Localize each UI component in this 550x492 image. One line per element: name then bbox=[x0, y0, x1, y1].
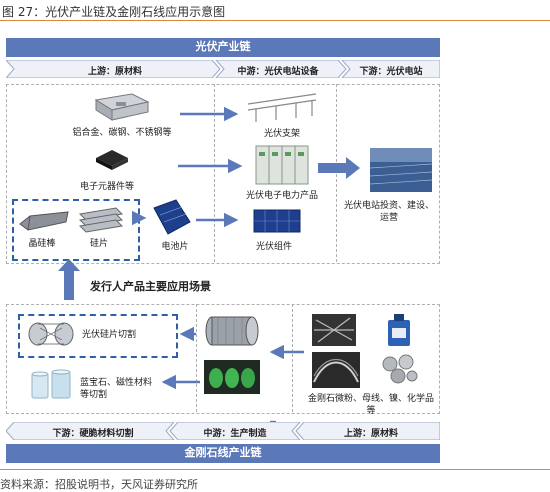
scenario-title: 发行人产品主要应用场景 bbox=[90, 281, 211, 293]
figure-title: 图 27：光伏产业链及金刚石线应用示意图 bbox=[2, 5, 226, 19]
source-rule bbox=[0, 469, 550, 470]
top-tier-upstream: 上游：原材料 bbox=[87, 66, 142, 76]
top-tier-downstream: 下游：光伏电站 bbox=[359, 66, 423, 76]
bottom-tier-downstream: 下游：硬脆材料切割 bbox=[52, 428, 134, 438]
pv-section-frame bbox=[6, 84, 440, 264]
bracket-label: 光伏支架 bbox=[263, 128, 300, 138]
diamond-divider-1 bbox=[196, 304, 197, 412]
diamond-powder-icon bbox=[312, 314, 356, 346]
silicon-ingot-icon bbox=[19, 211, 69, 231]
solar-station-icon bbox=[370, 148, 432, 192]
wire-spool-icon bbox=[205, 316, 259, 346]
sapphire-icon bbox=[31, 369, 71, 399]
wafer-icon bbox=[78, 207, 124, 233]
bottom-tier-midstream: 中游：生产制造 bbox=[203, 428, 267, 438]
nickel-icon bbox=[382, 354, 418, 384]
aluminum-profile-icon bbox=[94, 93, 150, 121]
diamond-section-frame bbox=[6, 304, 440, 414]
aluminum-label: 铝合金、碳钢、不锈钢等 bbox=[72, 127, 172, 137]
ingot-label: 晶硅棒 bbox=[28, 238, 56, 248]
bottom-tier-chevrons bbox=[6, 422, 440, 440]
bottom-tier-upstream: 上游：原材料 bbox=[343, 428, 398, 438]
power-cabinet-icon bbox=[255, 145, 309, 185]
power-label: 光伏电子电力产品 bbox=[245, 190, 318, 200]
chip-icon bbox=[96, 150, 128, 170]
pv-module-icon bbox=[253, 209, 301, 233]
diamond-divider-2 bbox=[292, 304, 293, 412]
ingot-wafer-group bbox=[12, 199, 140, 261]
wafer-cut-label: 光伏硅片切割 bbox=[82, 329, 137, 339]
station-label: 光伏电站投资、建设、运营 bbox=[343, 200, 434, 222]
top-tier-midstream: 中游：光伏电站设备 bbox=[237, 66, 319, 76]
title-rule bbox=[0, 20, 550, 21]
sapphire-label: 蓝宝石、磁性材料等切割 bbox=[80, 377, 153, 399]
pv-bracket-icon bbox=[247, 93, 317, 122]
pv-chain-band: 光伏产业链 bbox=[6, 38, 440, 57]
top-tier-chevrons bbox=[6, 60, 440, 78]
diamond-wire-reels-icon bbox=[204, 360, 260, 394]
diamond-chain-band: 金刚石线产业链 bbox=[6, 444, 440, 463]
module-label: 光伏组件 bbox=[255, 241, 292, 251]
pv-divider-1 bbox=[214, 84, 215, 262]
chemical-bottle-icon bbox=[388, 314, 410, 346]
cell-label: 电池片 bbox=[161, 241, 189, 251]
materials-label: 金刚石微粉、母线、镍、化学品等 bbox=[307, 393, 434, 415]
wafer-label: 硅片 bbox=[89, 238, 108, 248]
electronics-label: 电子元器件等 bbox=[79, 181, 134, 191]
bus-wire-icon bbox=[312, 352, 360, 388]
source-note: 资料来源：招股说明书，天风证券研究所 bbox=[0, 478, 198, 491]
wafer-cut-group bbox=[18, 314, 178, 358]
solar-cell-icon bbox=[153, 199, 191, 235]
wire-saw-icon bbox=[28, 322, 74, 346]
